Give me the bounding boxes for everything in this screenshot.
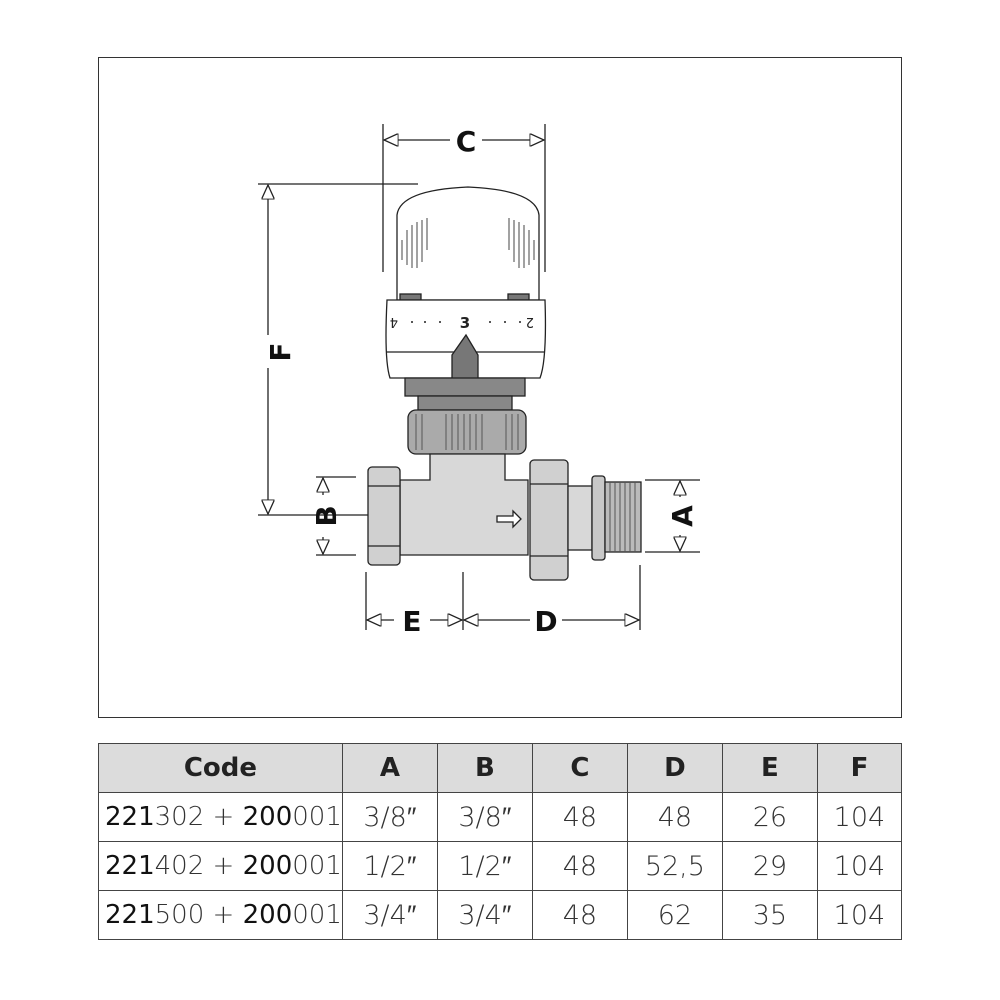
cell-a: 3/4″ bbox=[341, 890, 438, 940]
cell-code: 221302 + 200001 bbox=[98, 792, 343, 842]
cell-d: 62 bbox=[626, 890, 723, 940]
valve-dimension-drawing: C F 4 3 2 bbox=[258, 124, 700, 638]
cell-b: 3/8″ bbox=[436, 792, 533, 842]
header-code: Code bbox=[98, 743, 343, 793]
dimension-f: F bbox=[258, 183, 418, 516]
flow-arrow-icon bbox=[496, 509, 522, 529]
cell-e: 26 bbox=[721, 792, 818, 842]
cell-c: 48 bbox=[531, 890, 628, 940]
code-prefix: 200 bbox=[242, 851, 293, 881]
table-row: 221402 + 200001 1/2″ 1/2″ 48 52,5 29 104 bbox=[98, 841, 903, 891]
code-prefix: 221 bbox=[105, 802, 155, 832]
code-suffix: 001 bbox=[292, 851, 342, 881]
table-row: 221302 + 200001 3/8″ 3/8″ 48 48 26 104 bbox=[98, 792, 903, 842]
header-a: A bbox=[341, 743, 438, 793]
table-row: 221500 + 200001 3/4″ 3/4″ 48 62 35 104 bbox=[98, 890, 903, 940]
code-suffix: 001 bbox=[292, 802, 342, 832]
dimension-label-b: B bbox=[310, 505, 343, 526]
code-plus: + bbox=[204, 851, 243, 881]
dimension-b: B bbox=[310, 476, 356, 556]
code-suffix: 302 bbox=[154, 802, 205, 832]
cell-f: 104 bbox=[816, 841, 903, 891]
knurled-nut bbox=[407, 409, 527, 455]
dimension-label-c: C bbox=[456, 125, 477, 158]
dimension-e-d: E D bbox=[365, 565, 641, 638]
header-d: D bbox=[626, 743, 723, 793]
header-e: E bbox=[721, 743, 818, 793]
code-prefix: 200 bbox=[242, 802, 293, 832]
cell-c: 48 bbox=[531, 792, 628, 842]
cell-code: 221402 + 200001 bbox=[98, 841, 343, 891]
cell-code: 221500 + 200001 bbox=[98, 890, 343, 940]
code-plus: + bbox=[204, 802, 243, 832]
cell-b: 1/2″ bbox=[436, 841, 533, 891]
dimension-c: C bbox=[382, 124, 546, 272]
header-c: C bbox=[531, 743, 628, 793]
cell-c: 48 bbox=[531, 841, 628, 891]
code-suffix: 001 bbox=[292, 900, 342, 930]
code-prefix: 221 bbox=[105, 851, 155, 881]
cell-e: 35 bbox=[721, 890, 818, 940]
header-b: B bbox=[436, 743, 533, 793]
dimension-label-e: E bbox=[402, 605, 421, 638]
code-prefix: 221 bbox=[105, 900, 155, 930]
code-suffix: 500 bbox=[154, 900, 205, 930]
thermostatic-head: 4 3 2 bbox=[385, 186, 547, 411]
dimension-a: A bbox=[645, 479, 700, 553]
cell-a: 3/8″ bbox=[341, 792, 438, 842]
valve-body bbox=[367, 453, 642, 581]
cell-d: 52,5 bbox=[626, 841, 723, 891]
drawing-frame bbox=[98, 57, 902, 718]
code-prefix: 200 bbox=[242, 900, 293, 930]
cell-f: 104 bbox=[816, 792, 903, 842]
dial-number-2: 2 bbox=[526, 314, 534, 329]
cell-f: 104 bbox=[816, 890, 903, 940]
header-f: F bbox=[816, 743, 903, 793]
dimensions-table: Code A B C D E F 221302 + 200001 3/8″ 3/… bbox=[98, 743, 903, 940]
code-suffix: 402 bbox=[154, 851, 205, 881]
cell-d: 48 bbox=[626, 792, 723, 842]
code-plus: + bbox=[204, 900, 243, 930]
cell-a: 1/2″ bbox=[341, 841, 438, 891]
table-header-row: Code A B C D E F bbox=[98, 743, 903, 793]
dimension-label-d: D bbox=[534, 605, 557, 638]
cell-b: 3/4″ bbox=[436, 890, 533, 940]
dimension-label-f: F bbox=[264, 342, 297, 361]
cell-e: 29 bbox=[721, 841, 818, 891]
dial-number-4: 4 bbox=[390, 314, 398, 329]
dimension-label-a: A bbox=[666, 505, 699, 527]
dial-number-3: 3 bbox=[460, 314, 470, 332]
